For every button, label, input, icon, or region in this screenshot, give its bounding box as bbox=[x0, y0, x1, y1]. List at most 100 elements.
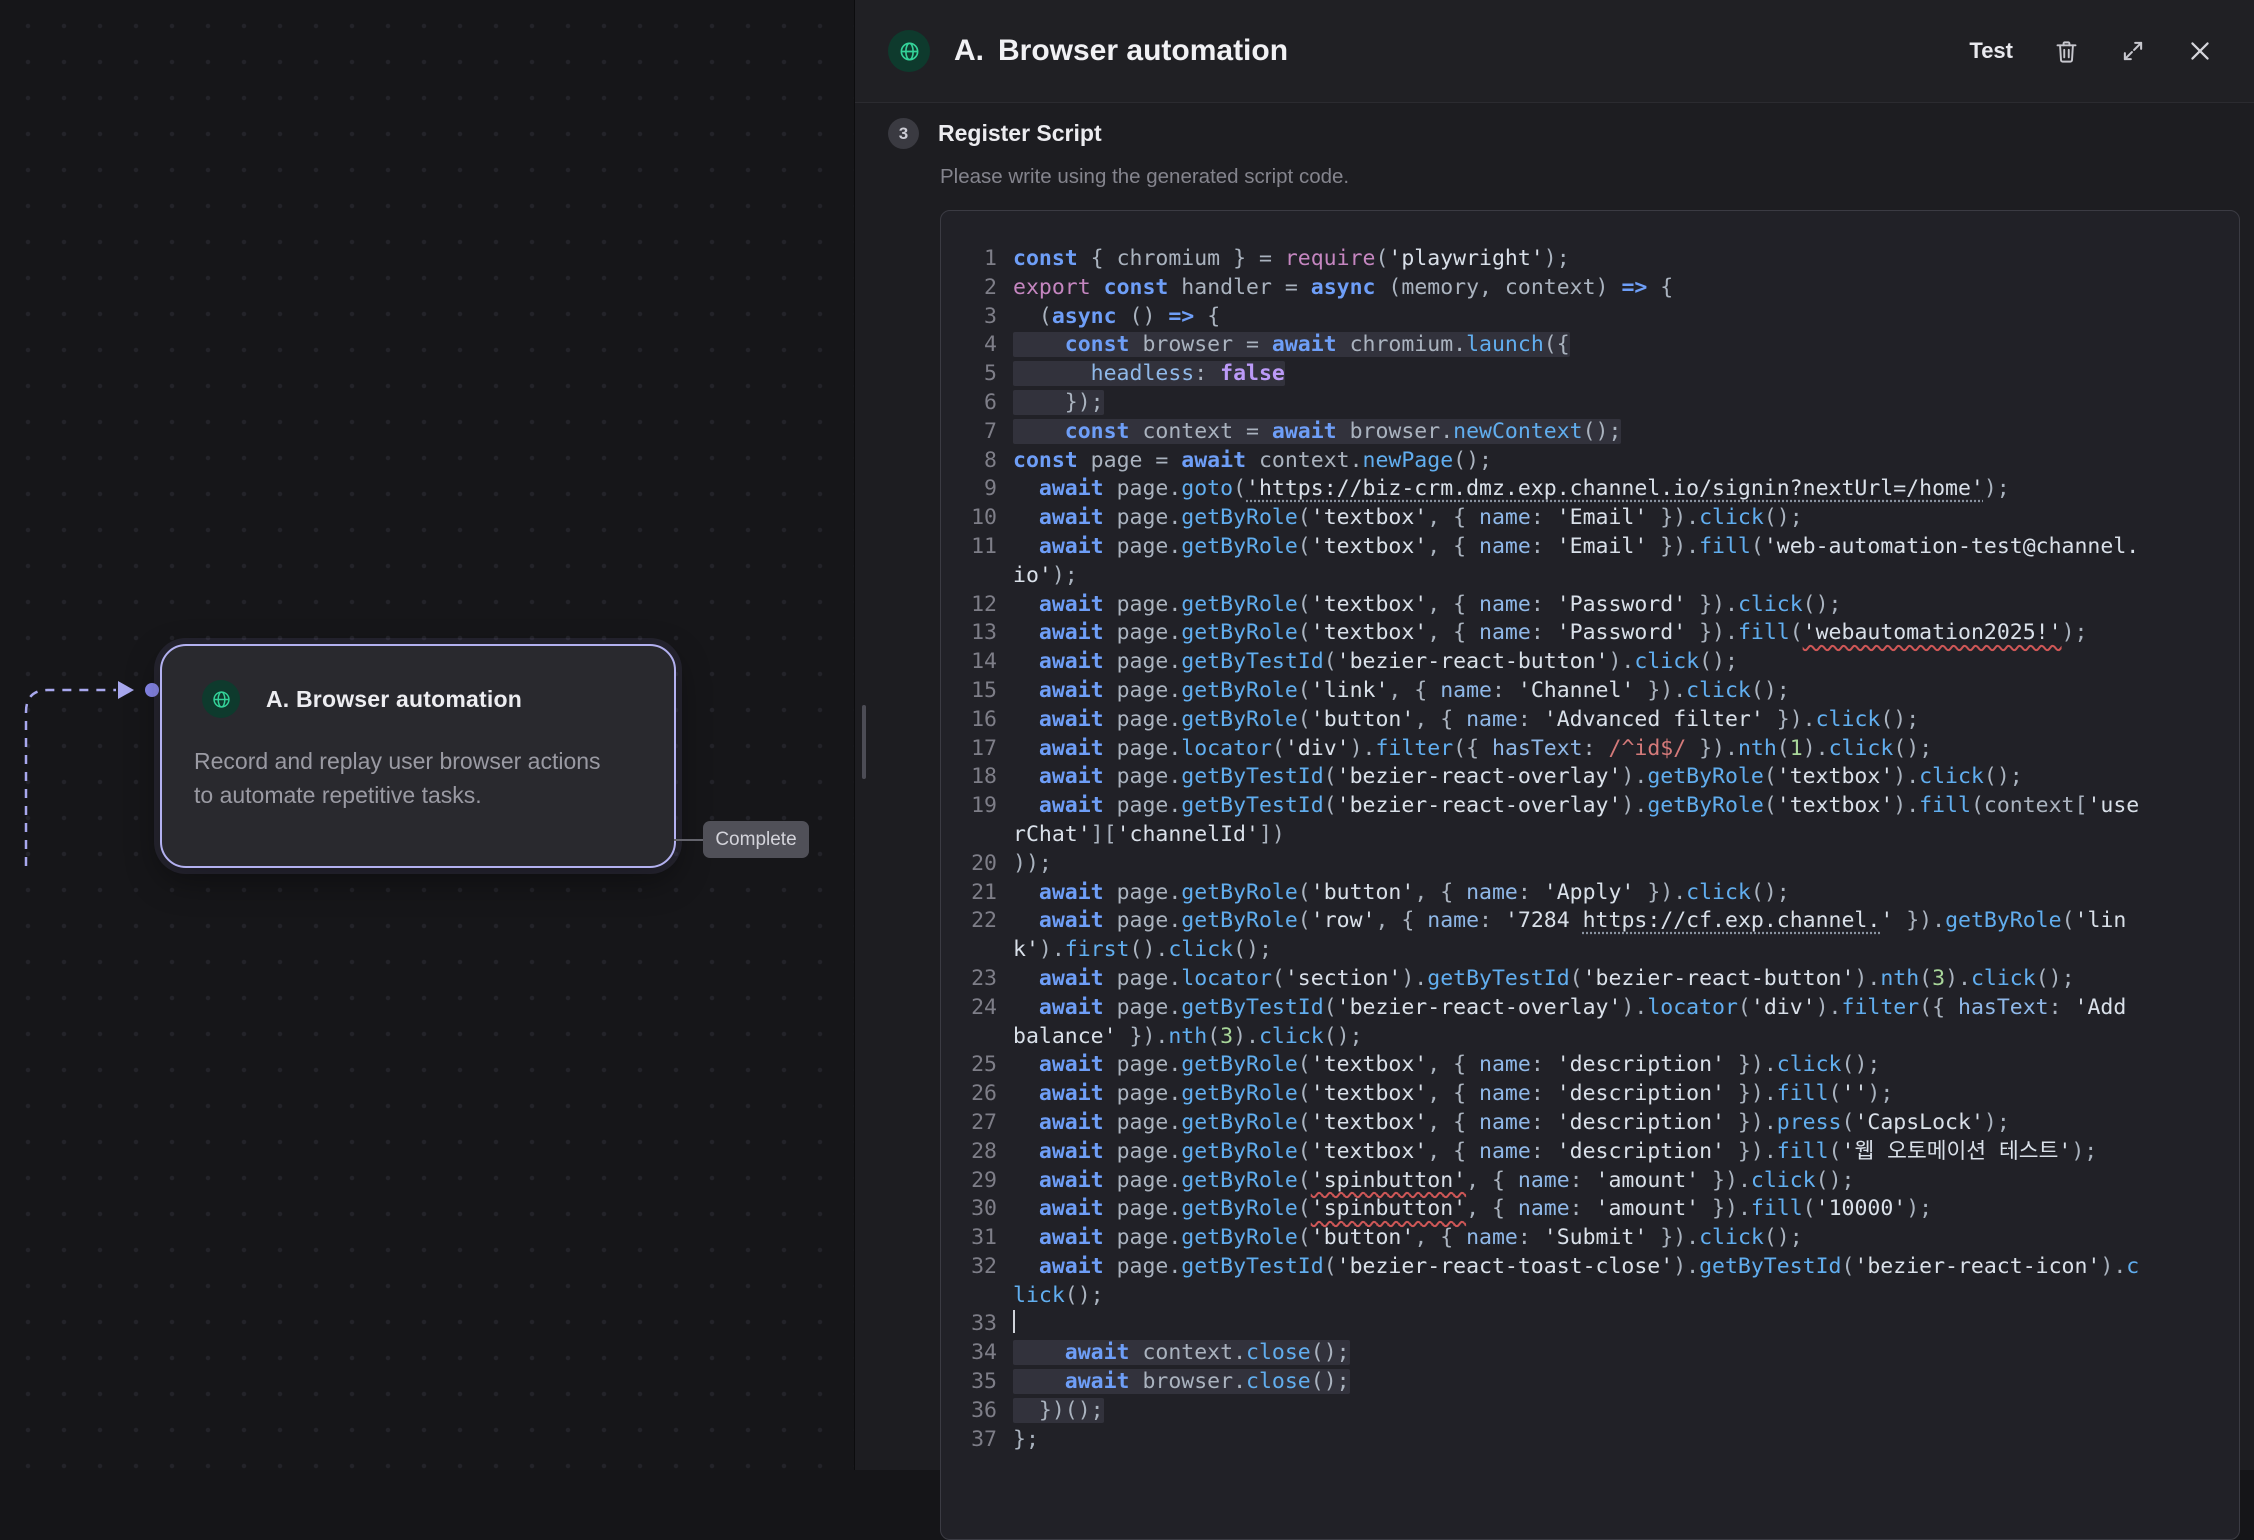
workflow-canvas[interactable]: A. Browser automation Record and replay … bbox=[0, 0, 855, 1470]
code-line-text[interactable]: }; bbox=[1013, 1426, 2239, 1455]
code-line-text[interactable]: await page.getByRole('row', { name: '728… bbox=[1013, 907, 2239, 965]
globe-icon bbox=[888, 30, 930, 72]
code-line: 9 await page.goto('https://biz-crm.dmz.e… bbox=[941, 475, 2239, 504]
code-line: 31 await page.getByRole('button', { name… bbox=[941, 1224, 2239, 1253]
line-number: 27 bbox=[941, 1109, 997, 1138]
code-line-text[interactable]: export const handler = async (memory, co… bbox=[1013, 274, 2239, 303]
connection-dot bbox=[145, 683, 159, 697]
line-number: 1 bbox=[941, 245, 997, 274]
line-number: 5 bbox=[941, 360, 997, 389]
code-line-text[interactable]: await page.getByRole('textbox', { name: … bbox=[1013, 504, 2239, 533]
code-line: 14 await page.getByTestId('bezier-react-… bbox=[941, 648, 2239, 677]
code-line-text[interactable]: )); bbox=[1013, 850, 2239, 879]
code-line-text[interactable]: headless: false bbox=[1013, 360, 2239, 389]
expand-button[interactable] bbox=[2120, 38, 2146, 64]
code-line: 6 }); bbox=[941, 389, 2239, 418]
panel-header: A. Browser automation Test bbox=[855, 0, 2254, 103]
line-number: 31 bbox=[941, 1224, 997, 1253]
panel-title-prefix: A. bbox=[954, 34, 984, 67]
node-browser-automation[interactable]: A. Browser automation Record and replay … bbox=[160, 644, 676, 868]
code-line: 8const page = await context.newPage(); bbox=[941, 447, 2239, 476]
code-line: 29 await page.getByRole('spinbutton', { … bbox=[941, 1167, 2239, 1196]
code-line: 37}; bbox=[941, 1426, 2239, 1455]
code-line-text[interactable]: const context = await browser.newContext… bbox=[1013, 418, 2239, 447]
code-editor[interactable]: 1 const { chromium } = require('playwrigh… bbox=[940, 210, 2240, 1540]
code-line-text[interactable]: const browser = await chromium.launch({ bbox=[1013, 331, 2239, 360]
line-number: 21 bbox=[941, 879, 997, 908]
code-line: 12 await page.getByRole('textbox', { nam… bbox=[941, 591, 2239, 620]
line-number: 2 bbox=[941, 274, 997, 303]
code-line-text[interactable]: await page.getByRole('textbox', { name: … bbox=[1013, 619, 2239, 648]
code-line: 36 })(); bbox=[941, 1397, 2239, 1426]
code-line-text[interactable]: await browser.close(); bbox=[1013, 1368, 2239, 1397]
line-number: 22 bbox=[941, 907, 997, 936]
code-line: 17 await page.locator('div').filter({ ha… bbox=[941, 735, 2239, 764]
code-line: 11 await page.getByRole('textbox', { nam… bbox=[941, 533, 2239, 591]
code-line-text[interactable]: await page.getByRole('textbox', { name: … bbox=[1013, 1080, 2239, 1109]
step-number-badge: 3 bbox=[888, 118, 919, 149]
code-line: 15 await page.getByRole('link', { name: … bbox=[941, 677, 2239, 706]
code-line: 10 await page.getByRole('textbox', { nam… bbox=[941, 504, 2239, 533]
code-line-text[interactable]: await page.getByTestId('bezier-react-ove… bbox=[1013, 994, 2239, 1052]
code-line-text[interactable]: await page.getByRole('button', { name: '… bbox=[1013, 1224, 2239, 1253]
panel-title-text: Browser automation bbox=[998, 34, 1288, 67]
line-number: 6 bbox=[941, 389, 997, 418]
code-line-text[interactable]: await page.getByRole('spinbutton', { nam… bbox=[1013, 1195, 2239, 1224]
code-line-text[interactable]: await page.getByRole('textbox', { name: … bbox=[1013, 591, 2239, 620]
code-line: 33 bbox=[941, 1310, 2239, 1339]
code-line-text[interactable]: await page.getByTestId('bezier-react-ove… bbox=[1013, 792, 2239, 850]
code-line-text[interactable]: const { chromium } = require('playwright… bbox=[1013, 245, 2239, 274]
line-number: 4 bbox=[941, 331, 997, 360]
code-line-text[interactable]: await page.getByRole('link', { name: 'Ch… bbox=[1013, 677, 2239, 706]
line-number: 10 bbox=[941, 504, 997, 533]
delete-button[interactable] bbox=[2053, 38, 2080, 65]
code-line-text[interactable]: await page.getByRole('textbox', { name: … bbox=[1013, 1109, 2239, 1138]
step-subtitle: Please write using the generated script … bbox=[940, 165, 1349, 189]
code-line-text[interactable]: }); bbox=[1013, 389, 2239, 418]
line-number: 24 bbox=[941, 994, 997, 1023]
code-line: 2 export const handler = async (memory, c… bbox=[941, 274, 2239, 303]
line-number: 29 bbox=[941, 1167, 997, 1196]
code-line-text[interactable]: (async () => { bbox=[1013, 303, 2239, 332]
line-number: 16 bbox=[941, 706, 997, 735]
line-number: 30 bbox=[941, 1195, 997, 1224]
node-detail-panel: A. Browser automation Test bbox=[855, 0, 2254, 1470]
code-line-text[interactable]: await page.locator('div').filter({ hasTe… bbox=[1013, 735, 2239, 764]
status-badge: Complete bbox=[703, 821, 809, 858]
node-title: A. Browser automation bbox=[266, 686, 522, 713]
code-line-text[interactable]: await page.getByRole('textbox', { name: … bbox=[1013, 1138, 2239, 1167]
code-line-text[interactable] bbox=[1013, 1310, 2239, 1339]
code-line-text[interactable]: await page.locator('section').getByTestI… bbox=[1013, 965, 2239, 994]
line-number: 32 bbox=[941, 1253, 997, 1282]
line-number: 9 bbox=[941, 475, 997, 504]
code-line-text[interactable]: await page.getByTestId('bezier-react-but… bbox=[1013, 648, 2239, 677]
code-line: 3 (async () => { bbox=[941, 303, 2239, 332]
code-line: 18 await page.getByTestId('bezier-react-… bbox=[941, 763, 2239, 792]
code-line-text[interactable]: await page.getByRole('spinbutton', { nam… bbox=[1013, 1167, 2239, 1196]
expand-icon bbox=[2120, 38, 2146, 64]
code-line-text[interactable]: await page.getByRole('textbox', { name: … bbox=[1013, 533, 2239, 591]
code-line-text[interactable]: await page.goto('https://biz-crm.dmz.exp… bbox=[1013, 475, 2239, 504]
code-line: 30 await page.getByRole('spinbutton', { … bbox=[941, 1195, 2239, 1224]
code-line-text[interactable]: await page.getByTestId('bezier-react-toa… bbox=[1013, 1253, 2239, 1311]
code-line-text[interactable]: await page.getByTestId('bezier-react-ove… bbox=[1013, 763, 2239, 792]
code-line-text[interactable]: const page = await context.newPage(); bbox=[1013, 447, 2239, 476]
code-line: 7 const context = await browser.newConte… bbox=[941, 418, 2239, 447]
code-line-text[interactable]: await page.getByRole('textbox', { name: … bbox=[1013, 1051, 2239, 1080]
code-line: 27 await page.getByRole('textbox', { nam… bbox=[941, 1109, 2239, 1138]
close-button[interactable] bbox=[2186, 37, 2214, 65]
line-number: 23 bbox=[941, 965, 997, 994]
test-button[interactable]: Test bbox=[1969, 38, 2013, 64]
code-line: 25 await page.getByRole('textbox', { nam… bbox=[941, 1051, 2239, 1080]
code-line-text[interactable]: await context.close(); bbox=[1013, 1339, 2239, 1368]
code-line: 22 await page.getByRole('row', { name: '… bbox=[941, 907, 2239, 965]
globe-icon bbox=[202, 680, 240, 718]
step-header: 3 Register Script bbox=[888, 118, 1102, 149]
code-lines[interactable]: 1 const { chromium } = require('playwrigh… bbox=[941, 245, 2239, 1454]
code-line-text[interactable]: })(); bbox=[1013, 1397, 2239, 1426]
code-line-text[interactable]: await page.getByRole('button', { name: '… bbox=[1013, 879, 2239, 908]
code-line-text[interactable]: await page.getByRole('button', { name: '… bbox=[1013, 706, 2239, 735]
scrollbar-thumb[interactable] bbox=[862, 705, 866, 779]
line-number: 36 bbox=[941, 1397, 997, 1426]
text-cursor bbox=[1013, 1310, 1015, 1333]
